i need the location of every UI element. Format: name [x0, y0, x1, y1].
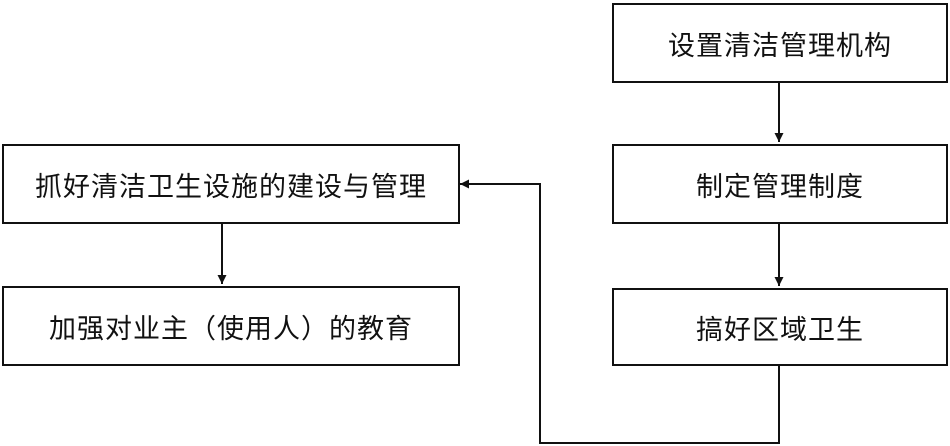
- node-facilities-management: 抓好清洁卫生设施的建设与管理: [2, 144, 460, 224]
- node-label: 搞好区域卫生: [696, 314, 864, 346]
- node-label: 制定管理制度: [696, 171, 864, 203]
- node-formulate-rules: 制定管理制度: [612, 144, 948, 224]
- node-setup-cleaning-org: 设置清洁管理机构: [612, 3, 948, 83]
- node-label: 抓好清洁卫生设施的建设与管理: [35, 171, 427, 203]
- node-label: 设置清洁管理机构: [668, 30, 892, 62]
- node-label: 加强对业主（使用人）的教育: [49, 313, 413, 345]
- node-area-hygiene: 搞好区域卫生: [612, 288, 948, 366]
- arrow-hygiene-to-facilities: [460, 179, 780, 444]
- node-owner-education: 加强对业主（使用人）的教育: [2, 286, 460, 366]
